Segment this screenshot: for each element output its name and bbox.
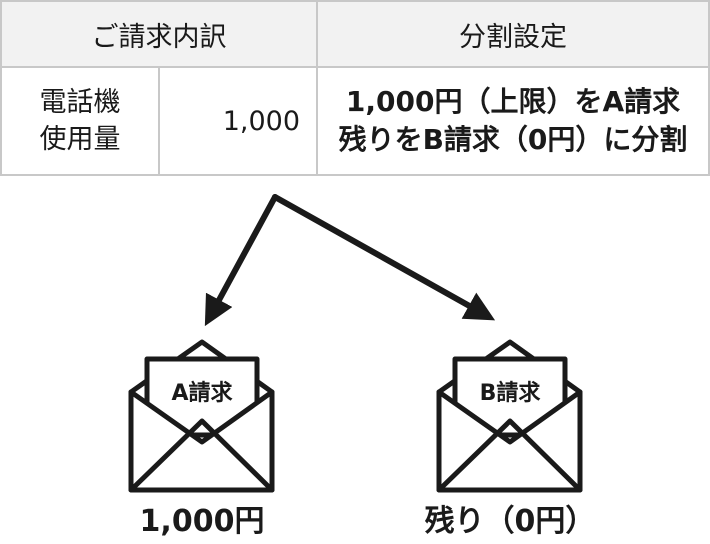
split-setting-line-2: 残りをB請求（0円）に分割 — [338, 123, 688, 156]
envelope-b-label: B請求 — [480, 380, 541, 406]
envelope-b-fold — [437, 418, 582, 492]
arrow-to-a-invoice — [204, 194, 278, 327]
envelope-a-fold — [129, 418, 274, 492]
item-cell: 電話機 使用量 — [0, 66, 160, 176]
header-row: ご請求内訳 分割設定 — [0, 0, 710, 68]
split-arrows — [204, 194, 496, 327]
item-label-line-1: 電話機 — [39, 87, 121, 118]
envelope-a-label: A請求 — [171, 380, 232, 406]
split-setting-header: 分割設定 — [316, 0, 710, 68]
split-setting-line-1: 1,000円（上限）をA請求 — [345, 85, 681, 118]
amount-cell: 1,000 — [158, 66, 318, 176]
table-row: 電話機 使用量 1,000 1,000円（上限）をA請求 残りをB請求（0円）に… — [0, 66, 710, 176]
arrow-to-b-invoice — [272, 194, 496, 321]
a-invoice-amount: 1,000円 — [139, 504, 265, 539]
b-invoice-amount: 残り（0円） — [424, 504, 596, 539]
item-label-line-2: 使用量 — [39, 124, 121, 155]
amount-value: 1,000 — [222, 105, 300, 137]
breakdown-header: ご請求内訳 — [0, 0, 318, 68]
billing-split-table: ご請求内訳 分割設定 電話機 使用量 1,000 1,000円（上限）をA請求 … — [0, 0, 710, 176]
split-setting-cell: 1,000円（上限）をA請求 残りをB請求（0円）に分割 — [316, 66, 710, 176]
envelope-b-icon — [436, 339, 583, 493]
envelope-a-icon — [128, 339, 275, 493]
